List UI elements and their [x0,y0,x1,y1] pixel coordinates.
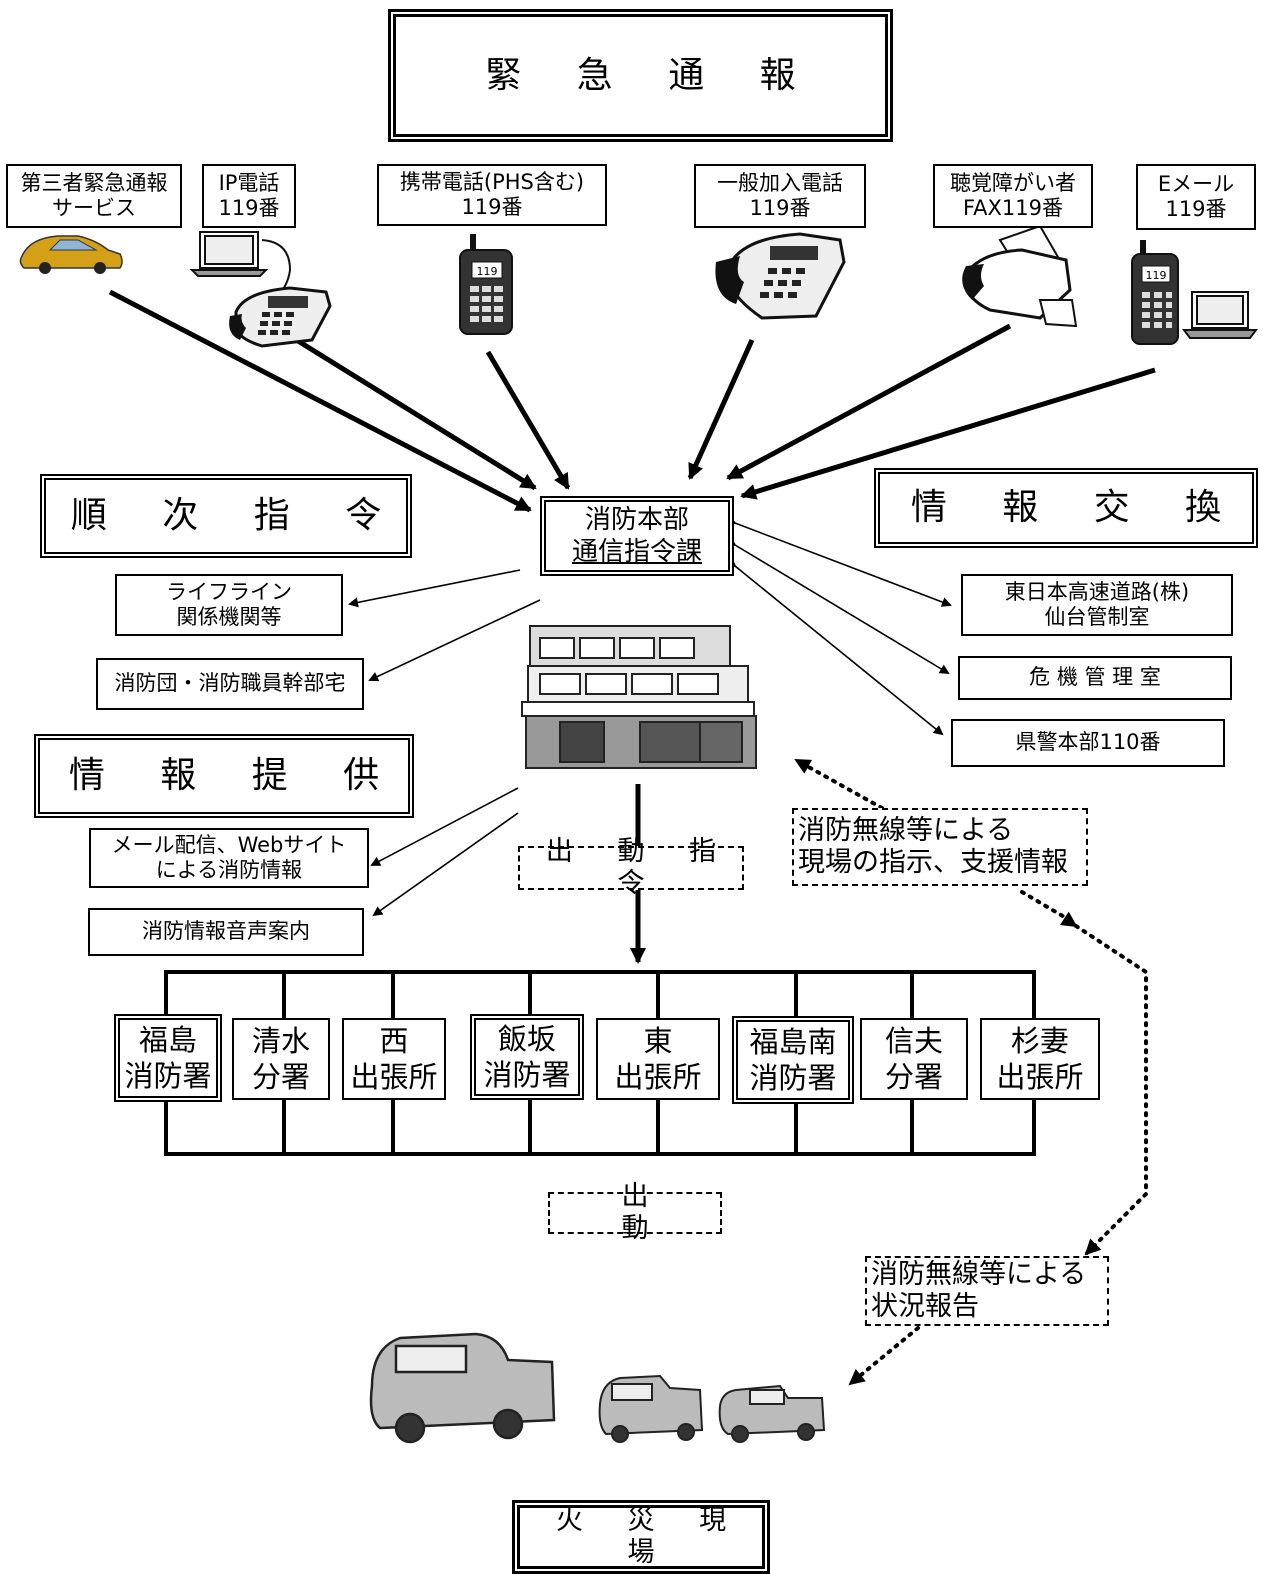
hub-command-center: 消防本部 通信指令課 [540,496,734,576]
station-higashi: 東 出張所 [596,1018,720,1100]
radio-support-path-upper [794,758,884,810]
station-shinobu: 信夫 分署 [860,1018,968,1100]
fire-station-building-icon [521,625,757,769]
fire-engine-icon [369,1332,556,1444]
source-third-party-call-service: 第三者緊急通報 サービス [6,164,182,228]
arrow-to-fire-corps [368,599,541,682]
source-landline-phone: 一般加入電話 119番 [694,164,866,228]
station-nishi: 西 出張所 [342,1018,446,1100]
fax-icon [962,224,1078,328]
station-fukushima-minami: 福島南 消防署 [732,1016,854,1104]
station-iizaka: 飯坂 消防署 [470,1014,584,1100]
station-tsumatsuma: 杉妻 出張所 [980,1018,1100,1100]
source-fax-for-hearing-impaired: 聴覚障がい者 FAX119番 [933,164,1093,228]
desk-phone-icon [229,286,332,348]
mobile-phone-icon: 119 [459,234,513,335]
svg-text:119: 119 [1146,269,1167,282]
car-icon [19,235,123,274]
source-mobile-phone: 携帯電話(PHS含む) 119番 [377,164,607,226]
target-fire-corps-homes: 消防団・消防職員幹部宅 [96,658,364,710]
hub-line-2: 通信指令課 [571,537,702,567]
arrow-landline [687,338,755,480]
laptop-icon [1182,291,1258,339]
arrow-to-mail-web [370,787,519,866]
fire-engine-icon [718,1384,826,1443]
dispatch-order-label: 出 動 指 令 [518,836,744,899]
arrow-to-lifeline [348,569,521,608]
hub-line-1: 消防本部 [584,504,689,535]
svg-text:119: 119 [477,265,498,278]
station-fukushima: 福島 消防署 [114,1014,222,1102]
arrow-to-voice-guide [372,812,519,917]
target-crisis-management: 危 機 管 理 室 [958,656,1232,700]
arrow-exchange-police [725,557,944,736]
target-lifeline-agencies: ライフライン 関係機関等 [115,574,343,636]
fire-engine-icon [598,1374,704,1443]
fire-scene-label: 火 災 現 場 [512,1500,770,1574]
source-email: Eメール 119番 [1136,164,1256,230]
deploy-label: 出 動 [548,1181,722,1244]
arrow-third-party [108,289,532,513]
arrow-mobile [485,350,571,490]
arrow-fax [726,323,1012,481]
arrow-ip [288,333,537,491]
desk-phone-icon [715,232,846,320]
radio-support-path-lower [1020,890,1068,920]
target-voice-guide: 消防情報音声案内 [88,908,364,956]
radio-support-note: 消防無線等による 現場の指示、支援情報 [792,808,1088,886]
target-expressway-control: 東日本高速道路(株) 仙台管制室 [961,574,1233,636]
arrow-email [740,367,1156,500]
info-exchange-header: 情 報 交 換 [874,468,1258,548]
laptop-icon [189,231,292,299]
emergency-call-title: 緊 急 通 報 [388,9,893,142]
target-mail-website: メール配信、Webサイト による消防情報 [89,828,369,888]
target-prefectural-police: 県警本部110番 [951,719,1225,767]
info-provide-header: 情 報 提 供 [34,734,414,818]
mobile-phone-icon: 119 [1131,240,1179,345]
station-shimizu: 清水 分署 [232,1018,330,1100]
source-ip-phone: IP電話 119番 [202,164,296,228]
radio-report-path [848,1326,920,1386]
radio-report-note: 消防無線等による 状況報告 [865,1256,1109,1326]
sequential-dispatch-header: 順 次 指 令 [40,474,412,558]
